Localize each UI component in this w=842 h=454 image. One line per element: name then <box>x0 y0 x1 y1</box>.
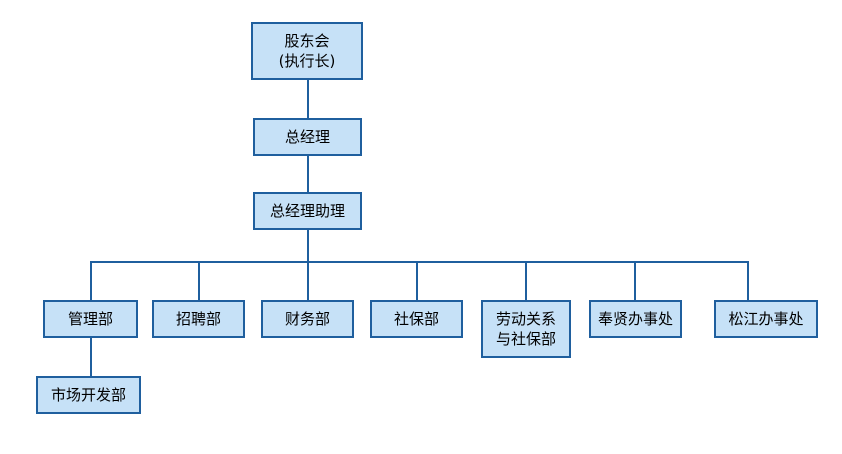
connector-root-gm <box>307 80 309 118</box>
connector-bus-fengxian-office <box>634 262 636 300</box>
connector-management-market <box>90 338 92 376</box>
management-department-node: 管理部 <box>43 300 138 338</box>
connector-bus-social-security <box>416 262 418 300</box>
connector-bus-finance <box>307 262 309 300</box>
songjiang-office-node: 松江办事处 <box>714 300 818 338</box>
assistant-node: 总经理助理 <box>253 192 362 230</box>
shareholders-node: 股东会 (执行长) <box>251 22 363 80</box>
fengxian-office-node: 奉贤办事处 <box>589 300 682 338</box>
social-security-department-node: 社保部 <box>370 300 463 338</box>
connector-bus-management <box>90 262 92 300</box>
connector-assistant-bus <box>307 230 309 262</box>
labor-relations-department-node: 劳动关系 与社保部 <box>481 300 571 358</box>
general-manager-node: 总经理 <box>253 118 362 156</box>
connector-gm-assistant <box>307 156 309 192</box>
finance-department-node: 财务部 <box>261 300 354 338</box>
connector-bus-recruitment <box>198 262 200 300</box>
recruitment-department-node: 招聘部 <box>152 300 245 338</box>
connector-bus-songjiang-office <box>747 262 749 300</box>
market-development-node: 市场开发部 <box>36 376 141 414</box>
connector-department-bus <box>90 261 749 263</box>
connector-bus-labor-relations <box>525 262 527 300</box>
